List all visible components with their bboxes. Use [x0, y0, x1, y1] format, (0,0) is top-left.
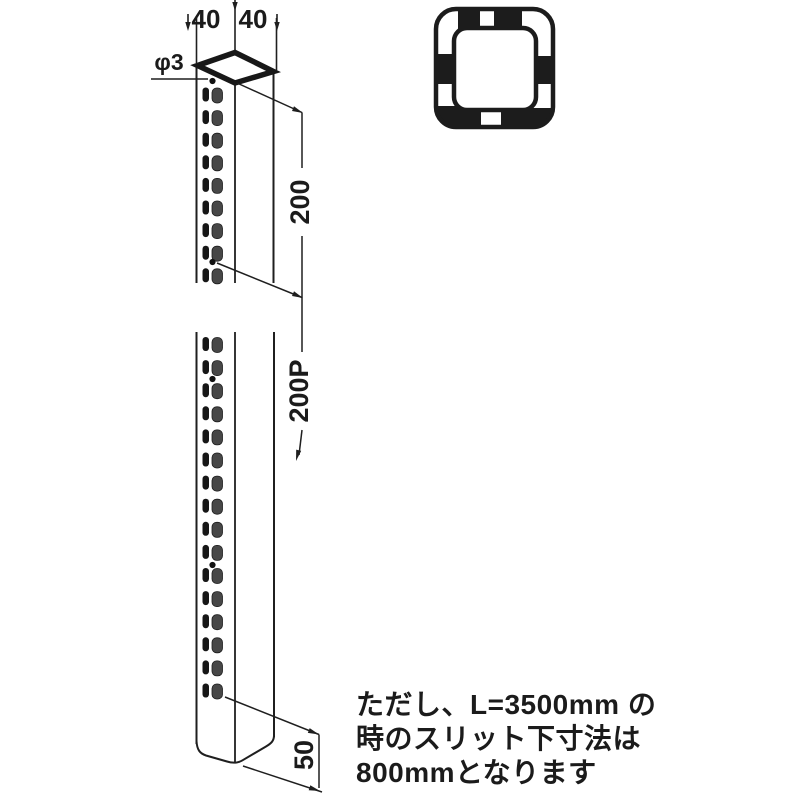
slot-left	[202, 544, 209, 559]
slot-left	[202, 406, 209, 421]
slot-left	[202, 683, 209, 698]
leader-line-bottom	[242, 765, 323, 793]
pilot-hole-dot	[209, 258, 216, 266]
slot-left	[202, 155, 209, 170]
slot-left	[202, 568, 209, 582]
leader-line-top	[236, 82, 303, 114]
slot-right	[211, 475, 223, 492]
slot-right	[211, 591, 223, 607]
pilot-hole-dot	[209, 561, 216, 569]
slot-left	[202, 132, 209, 147]
slot-left	[202, 360, 209, 375]
note-line-3: 800mmとなります	[356, 757, 597, 788]
slot-right	[211, 545, 223, 561]
pilot-hole-dot	[209, 375, 216, 383]
slot-right	[211, 521, 223, 538]
dimension-label-200p: 200P	[284, 359, 314, 422]
arrow-icon	[296, 449, 302, 461]
section-outer-outline	[433, 6, 556, 130]
slot-right	[211, 429, 223, 446]
dimension-label-50: 50	[289, 740, 319, 770]
slot-right	[211, 87, 223, 104]
slot-left	[202, 383, 209, 398]
leader-line-top	[224, 696, 320, 736]
hole-diameter-label: φ3	[154, 49, 183, 75]
arrow-down-icon	[185, 22, 191, 31]
bottom-dimension-50: 50	[224, 696, 323, 793]
slot-right	[211, 614, 223, 631]
section-inner-outline	[451, 25, 539, 113]
slot-left	[202, 660, 209, 675]
pilot-hole-dot	[209, 77, 216, 85]
slot-left	[202, 498, 209, 513]
slot-left	[202, 268, 209, 283]
slot-right	[211, 110, 223, 126]
pitch-dimension-200p: 200P	[284, 297, 314, 461]
slot-left	[202, 245, 209, 260]
note-line-1: ただし、L=3500mm の	[356, 689, 656, 720]
slot-left	[202, 177, 209, 192]
dimension-label-40-right: 40	[239, 4, 268, 34]
slot-left	[202, 591, 209, 606]
gap	[480, 5, 494, 32]
slot-left	[202, 223, 209, 238]
slot-right	[211, 568, 223, 584]
slot-left	[202, 637, 209, 652]
slot-left	[202, 87, 209, 102]
slot-right	[211, 177, 223, 194]
arrow-icon	[308, 785, 320, 791]
slot-left	[202, 200, 209, 215]
slot-rows-upper	[202, 77, 223, 285]
slot-right	[211, 337, 223, 353]
arrow-down-icon	[274, 22, 280, 31]
slot-right	[211, 360, 223, 377]
cross-section-view	[433, 5, 557, 130]
slot-left	[202, 110, 209, 125]
slot-right	[211, 200, 223, 217]
slot-left	[202, 429, 209, 444]
slot-left	[202, 521, 209, 536]
top-width-dimension: 40 40	[185, 0, 280, 70]
arrow-icon	[292, 106, 303, 113]
arrow-icon	[292, 291, 303, 298]
note-text: ただし、L=3500mm の 時のスリット下寸法は 800mmとなります	[356, 689, 656, 788]
post-bottom-edges	[195, 734, 275, 764]
pitch-dimension-200: 200	[216, 82, 315, 299]
slot-right	[211, 268, 223, 285]
slot-left	[202, 452, 209, 467]
slot-right	[211, 245, 223, 262]
leader-line-bottom	[216, 262, 303, 299]
slot-left	[202, 475, 209, 490]
hole-callout: φ3	[151, 49, 208, 80]
slot-right	[211, 406, 223, 423]
arrow-icon	[307, 728, 319, 735]
dimension-label-40-left: 40	[192, 4, 221, 34]
arrow-down-icon	[232, 2, 238, 11]
slot-right	[211, 452, 223, 469]
slot-right	[211, 683, 223, 700]
slot-left	[202, 614, 209, 629]
slot-right	[211, 383, 223, 400]
post-top-opening	[190, 49, 281, 86]
post-lower-segment	[195, 332, 275, 764]
slot-right	[211, 223, 223, 240]
note-line-2: 時のスリット下寸法は	[356, 723, 641, 754]
slot-right	[211, 498, 223, 515]
gap	[433, 84, 457, 106]
slot-rows-lower	[202, 337, 223, 700]
slot-left	[202, 337, 209, 351]
slot-right	[211, 637, 223, 654]
post-upper-segment	[190, 49, 281, 285]
slot-right	[211, 155, 223, 172]
dimension-label-200: 200	[285, 179, 315, 224]
slot-right	[211, 132, 223, 149]
slot-right	[211, 660, 223, 677]
